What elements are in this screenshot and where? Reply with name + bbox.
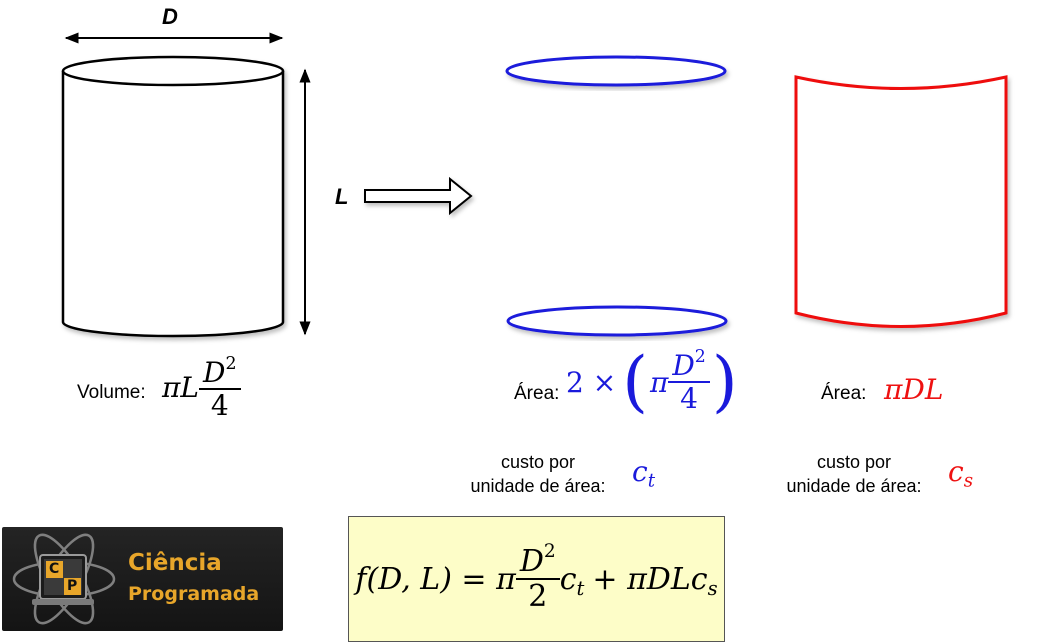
objective-exponent: 2 [543, 540, 556, 562]
side-surface [794, 75, 1008, 328]
tops-cost-label: custo por unidade de área: [462, 450, 614, 498]
side-area-label: Área: [821, 383, 867, 404]
volume-exponent: 2 [225, 353, 237, 374]
side-cost-symbol: cs [948, 455, 974, 492]
volume-numerator: D [203, 356, 226, 389]
tops-area-numerator: D [672, 348, 695, 382]
decomposition-arrow [364, 176, 473, 216]
objective-term2-subscript: s [707, 576, 718, 600]
side-cost-subscript: s [963, 470, 974, 492]
tops-area-fraction: D2 4 [668, 348, 710, 415]
tops-cost-symbol-c: c [632, 455, 648, 488]
side-cost-symbol-c: c [948, 455, 964, 488]
volume-label: Volume: [77, 382, 146, 403]
objective-term2-text: + πDLc [592, 561, 708, 597]
objective-fraction: D2 2 [515, 542, 560, 614]
tops-cost-label-line2: unidade de área: [470, 476, 606, 496]
logo-badge-letter-p: P [67, 578, 78, 594]
logo-text-line1: Ciência [128, 550, 222, 576]
full-cylinder [61, 55, 285, 338]
side-cost-label-line1: custo por [816, 452, 892, 472]
side-cost-label: custo por unidade de área: [778, 450, 930, 498]
volume-fraction: D2 4 [199, 355, 241, 423]
atom-icon [12, 533, 116, 625]
objective-numerator: D [519, 543, 544, 579]
side-cost-label-line2: unidade de área: [786, 476, 922, 496]
tops-area-denominator: 4 [680, 382, 698, 415]
objective-function-box: f(D, L) = π D2 2 ct + πDLcs [348, 516, 725, 642]
logo-badge-letter-c: C [49, 561, 60, 577]
tops-area-close-paren: ) [711, 343, 738, 420]
logo-text-line2: Programada [128, 583, 260, 605]
tops-area-coef: 2 × [566, 365, 617, 399]
tops-area-open-paren: ( [622, 343, 648, 420]
objective-term1-symbol: c [559, 561, 577, 597]
objective-function: f(D, L) = π D2 2 ct + πDLcs [355, 542, 718, 614]
tops-cost-subscript: t [647, 470, 655, 492]
tops-area-formula: 2 × ( π D2 4 ) [566, 343, 738, 420]
length-label: L [335, 184, 349, 209]
objective-lhs: f(D, L) = π [355, 561, 516, 597]
tops-area-exponent: 2 [694, 346, 706, 367]
volume-prefix: πL [162, 370, 199, 404]
side-area-formula: πDL [884, 373, 944, 406]
objective-term2: + πDLcs [592, 561, 718, 600]
tops-area-label: Área: [514, 383, 560, 404]
objective-term1: ct [559, 561, 585, 600]
top-disc [505, 55, 727, 87]
volume-denominator: 4 [210, 389, 229, 423]
ciencia-programada-logo: C P Ciência Programada [2, 527, 283, 631]
diameter-label: D [162, 4, 178, 29]
objective-term1-subscript: t [576, 576, 585, 600]
objective-denominator: 2 [528, 579, 548, 614]
tops-cost-symbol: ct [632, 455, 655, 492]
bottom-disc [506, 305, 728, 337]
tops-area-pi: π [649, 365, 669, 399]
tops-cost-label-line1: custo por [500, 452, 576, 472]
